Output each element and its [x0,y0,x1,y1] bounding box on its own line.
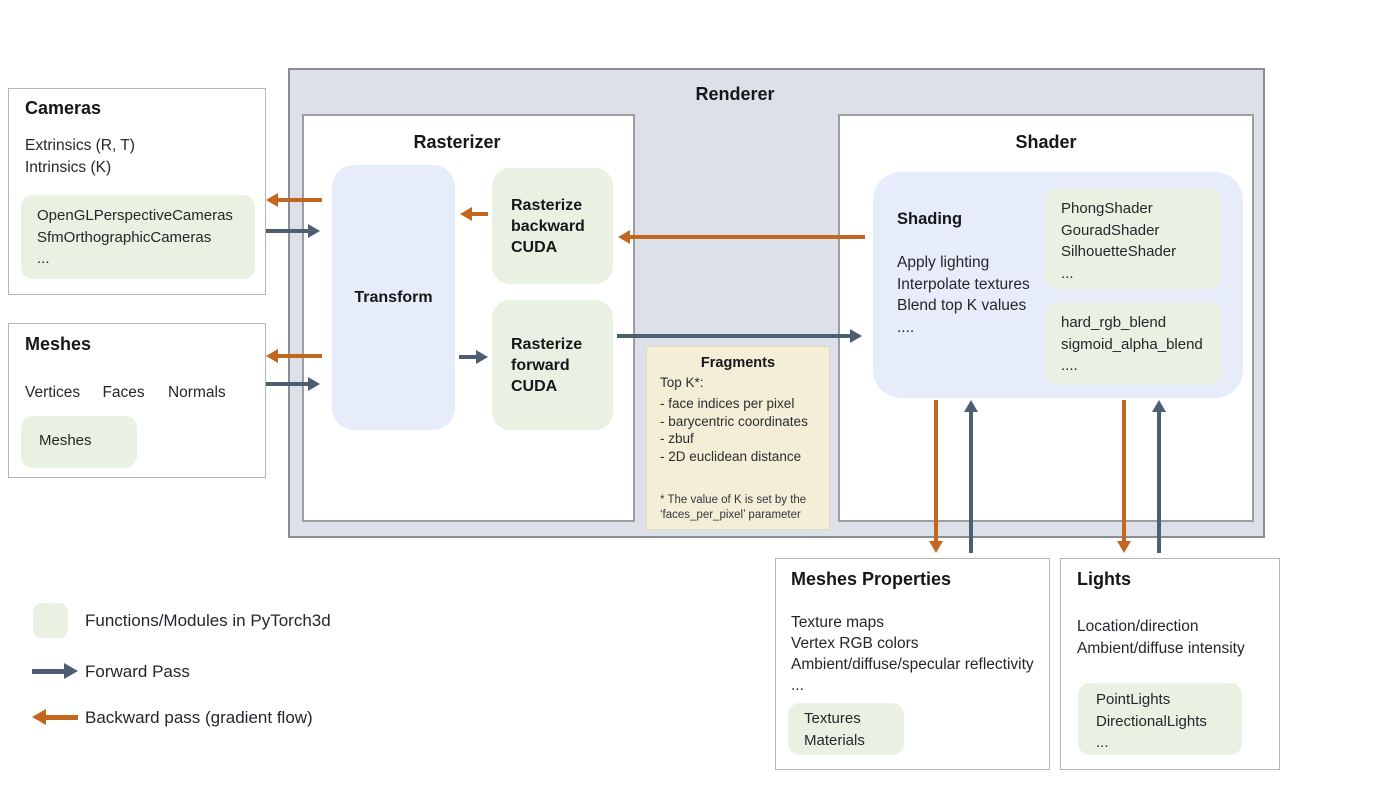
meshes-properties-title: Meshes Properties [791,569,952,589]
meshes-properties-modules-chip: Textures Materials [788,703,904,755]
shading-operation: .... [897,318,915,336]
fragments-footnote: * The value of K is set by the ‘faces_pe… [660,494,807,521]
rasterize-backward-cuda-label: Rasterize backward CUDA [511,196,585,256]
fragments-box: Fragments Top K*: - face indices per pix… [646,346,830,530]
forward-arrow-transform-to-cuda [459,349,488,364]
lights-box: Lights Location/direction Ambient/diffus… [1060,558,1280,770]
forward-arrow-meshes-properties-to-shader [963,400,978,553]
fragments-item: - face indices per pixel [660,396,795,411]
legend-forward-arrow-icon [32,663,78,679]
module-line: sigmoid_alpha_blend [1061,335,1203,353]
cameras-modules-chip: OpenGLPerspectiveCameras SfmOrthographic… [21,195,255,279]
backward-arrow-shader-to-rasterizer [618,229,865,244]
legend-backward-label: Backward pass (gradient flow) [85,708,313,727]
module-line: Materials [804,731,865,749]
legend-forward-label: Forward Pass [85,662,190,681]
text-line: Vertex RGB colors [791,635,919,652]
renderer-title: Renderer [695,84,775,104]
forward-arrow-lights-to-shader [1151,400,1166,553]
shader-modules-chip: PhongShader GouradShader SilhouetteShade… [1045,188,1222,289]
rasterize-backward-cuda-chip: Rasterize backward CUDA [492,168,613,284]
lights-modules-chip: PointLights DirectionalLights ... [1078,683,1242,755]
module-line: .... [1061,357,1078,374]
shading-title: Shading [897,210,963,228]
meshes-modules-chip: Meshes [21,416,137,468]
rasterize-forward-cuda-label: Rasterize forward CUDA [511,335,583,395]
module-line: ... [37,250,50,267]
legend-modules-label: Functions/Modules in PyTorch3d [85,611,331,630]
module-line: OpenGLPerspectiveCameras [37,207,233,224]
fragments-item: - 2D euclidean distance [660,448,802,464]
backward-arrow-cuda-to-transform [460,206,488,221]
legend-module-swatch [33,603,68,638]
text-line: Texture maps [791,614,885,631]
text-line: Intrinsics (K) [25,159,112,176]
module-line: Meshes [39,432,92,449]
cameras-properties: Extrinsics (R, T) Intrinsics (K) [25,135,135,179]
text-line: Ambient/diffuse/specular reflectivity [791,656,1034,673]
cameras-title: Cameras [25,98,102,118]
module-line: hard_rgb_blend [1061,314,1167,331]
shader-title: Shader [1015,132,1077,152]
module-line: Textures [804,710,861,727]
fragments-item: - zbuf [660,431,694,446]
text-line: Extrinsics (R, T) [25,137,135,154]
transform-label: Transform [354,289,433,306]
cameras-box: Cameras Extrinsics (R, T) Intrinsics (K)… [8,88,266,295]
module-line: DirectionalLights [1096,712,1207,730]
fragments-title: Fragments [700,355,776,371]
blend-modules-chip: hard_rgb_blend sigmoid_alpha_blend .... [1045,302,1222,384]
module-line: PointLights [1096,691,1171,708]
text-line: Location/direction [1077,618,1199,635]
meshes-properties-row: Vertices Faces Normals [25,382,226,404]
fragments-items: - face indices per pixel - barycentric c… [660,395,808,465]
module-line: ... [1061,264,1074,282]
transform-chip: Transform [332,165,455,430]
fragments-heading: Top K*: [660,375,704,390]
backward-arrow-shader-to-lights [1116,400,1131,553]
backward-arrow-renderer-to-meshes [266,348,322,363]
shading-operation: Blend top K values [897,297,1027,314]
text-line: ... [791,677,804,694]
module-line: SilhouetteShader [1061,243,1177,260]
module-line: ... [1096,734,1109,751]
meshes-box: Meshes Vertices Faces Normals Meshes [8,323,266,478]
meshes-title: Meshes [25,334,92,354]
lights-title: Lights [1077,569,1131,589]
shading-operation: Interpolate textures [897,275,1030,293]
meshes-properties-list: Texture maps Vertex RGB colors Ambient/d… [791,612,1034,696]
backward-arrow-shader-to-meshes-properties [928,400,943,553]
forward-arrow-rasterizer-to-shader [617,328,862,343]
text-line: Faces [102,384,145,401]
meshes-properties-box: Meshes Properties Texture maps Vertex RG… [775,558,1050,770]
legend-backward-arrow-icon [32,709,78,725]
text-line: Vertices [25,384,81,401]
text-line: Normals [167,384,226,401]
shading-operations: Apply lighting Interpolate textures Blen… [897,252,1030,338]
rasterize-forward-cuda-chip: Rasterize forward CUDA [492,300,613,430]
forward-arrow-cameras-to-renderer [266,223,320,238]
lights-properties-list: Location/direction Ambient/diffuse inten… [1077,616,1245,660]
module-line: GouradShader [1061,221,1160,239]
backward-arrow-renderer-to-cameras [266,192,322,207]
forward-arrow-meshes-to-renderer [266,376,320,391]
text-line: Ambient/diffuse intensity [1077,640,1245,657]
module-line: SfmOrthographicCameras [37,228,212,246]
fragments-item: - barycentric coordinates [660,413,808,429]
module-line: PhongShader [1061,200,1153,217]
shading-operation: Apply lighting [897,254,990,271]
rasterizer-title: Rasterizer [413,132,501,152]
